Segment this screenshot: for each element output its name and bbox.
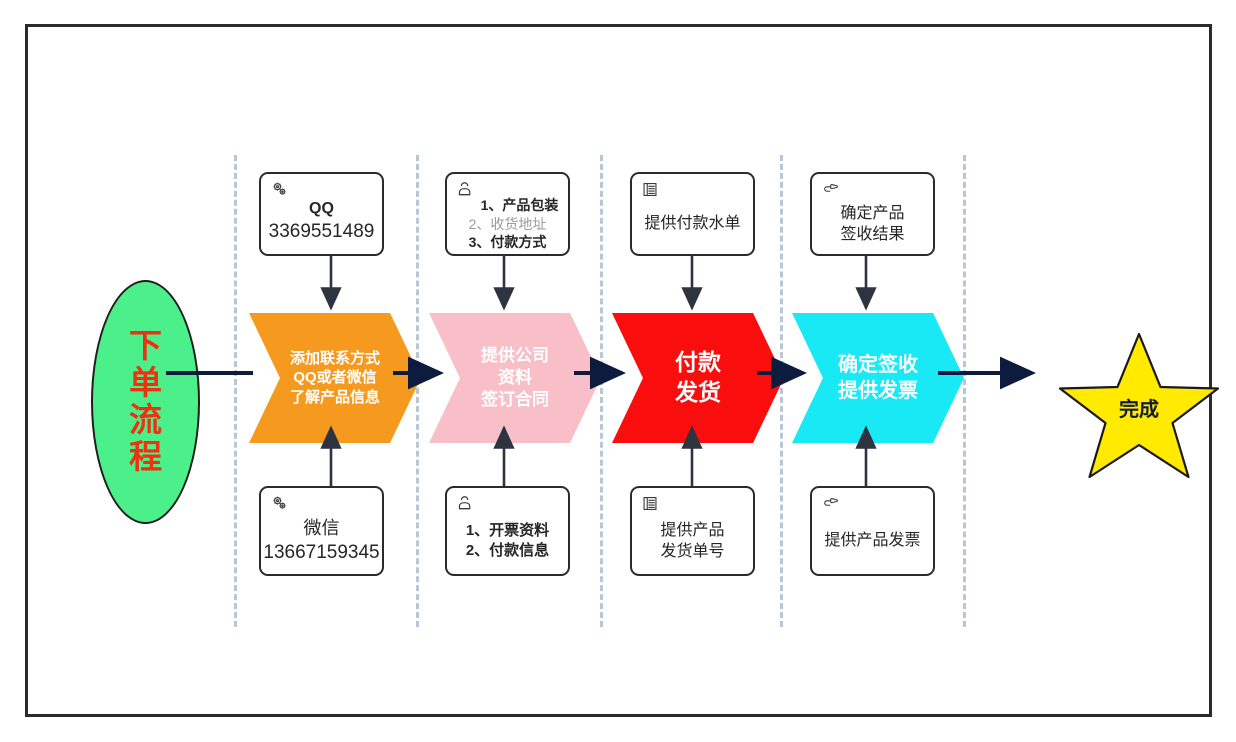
chevron-label: 添加联系方式 QQ或者微信 了解产品信息 bbox=[289, 349, 380, 406]
note-stage3-bottom-tracking-number[interactable]: 提供产品 发货单号 bbox=[630, 486, 755, 576]
lane-divider-2 bbox=[416, 155, 419, 627]
note-stage1-top-qq[interactable]: QQ 3369551489 bbox=[259, 172, 384, 256]
start-node-order-process[interactable]: 下 单 流 程 bbox=[91, 280, 200, 524]
stage-chevron-company-docs[interactable]: 提供公司 资料 签订合同 bbox=[429, 313, 601, 443]
note-line: QQ bbox=[309, 199, 334, 217]
note-stage3-top-payment-slip[interactable]: 提供付款水单 bbox=[630, 172, 755, 256]
end-node-complete[interactable]: 完成 bbox=[1050, 330, 1228, 479]
lane-divider-3 bbox=[600, 155, 603, 627]
list-document-icon bbox=[640, 494, 662, 514]
note-text-block: 提供付款水单 bbox=[632, 193, 753, 234]
note-line: 微信 bbox=[303, 517, 340, 538]
note-stage2-top-product-info[interactable]: 1、产品包装 2、收货地址 3、付款方式 bbox=[445, 172, 570, 256]
person-icon bbox=[455, 494, 477, 514]
pointing-hand-icon bbox=[820, 180, 842, 200]
gears-icon bbox=[269, 180, 291, 200]
chevron-label: 提供公司 资料 签订合同 bbox=[481, 345, 549, 410]
note-stage1-bottom-wechat[interactable]: 微信 13667159345 bbox=[259, 486, 384, 576]
note-line: 提供付款水单 bbox=[644, 215, 741, 233]
note-line: 确定产品 bbox=[840, 204, 905, 222]
note-line: 3369551489 bbox=[268, 221, 375, 243]
person-icon bbox=[455, 180, 477, 200]
note-stage2-bottom-invoice-payment[interactable]: 1、开票资料 2、付款信息 bbox=[445, 486, 570, 576]
note-line: 提供产品 bbox=[660, 521, 725, 539]
star-shape-icon bbox=[1058, 332, 1220, 479]
note-line: 1、开票资料 bbox=[465, 522, 550, 540]
lane-divider-1 bbox=[234, 155, 237, 627]
note-line: 2、付款信息 bbox=[465, 542, 550, 559]
end-node-label: 完成 bbox=[1119, 399, 1159, 421]
note-text-block: 1、开票资料 2、付款信息 bbox=[447, 501, 568, 561]
note-text-block: 1、产品包装 2、收货地址 3、付款方式 bbox=[447, 176, 568, 251]
stage-chevron-confirm-invoice[interactable]: 确定签收 提供发票 bbox=[792, 313, 964, 443]
note-line: 3、付款方式 bbox=[468, 234, 547, 251]
start-node-label: 下 单 流 程 bbox=[129, 327, 162, 475]
note-text-block: 提供产品发票 bbox=[812, 510, 933, 551]
stage-chevron-pay-ship[interactable]: 付款 发货 bbox=[612, 313, 784, 443]
note-line: 发货单号 bbox=[660, 543, 725, 560]
chevron-label: 付款 发货 bbox=[675, 349, 721, 405]
note-stage4-bottom-provide-invoice[interactable]: 提供产品发票 bbox=[810, 486, 935, 576]
note-text-block: 提供产品 发货单号 bbox=[632, 500, 753, 562]
gears-icon bbox=[269, 494, 291, 514]
pointing-hand-icon bbox=[820, 494, 842, 514]
note-line: 签收结果 bbox=[840, 226, 905, 243]
note-text-block: 确定产品 签收结果 bbox=[812, 183, 933, 245]
chevron-label: 确定签收 提供发票 bbox=[838, 354, 918, 402]
lane-divider-4 bbox=[780, 155, 783, 627]
stage-chevron-add-contact[interactable]: 添加联系方式 QQ或者微信 了解产品信息 bbox=[249, 313, 421, 443]
diagram-frame: 下 单 流 程 QQ 3369551489 bbox=[25, 24, 1220, 717]
note-line: 提供产品发票 bbox=[824, 532, 921, 550]
note-stage4-top-confirm-receipt[interactable]: 确定产品 签收结果 bbox=[810, 172, 935, 256]
note-line: 2、收货地址 bbox=[468, 215, 547, 232]
note-text-block: 微信 13667159345 bbox=[261, 497, 382, 566]
note-line: 1、产品包装 bbox=[480, 197, 559, 214]
note-line: 13667159345 bbox=[263, 542, 380, 564]
lane-divider-5 bbox=[963, 155, 966, 627]
list-document-icon bbox=[640, 180, 662, 200]
note-text-block: QQ 3369551489 bbox=[261, 184, 382, 244]
